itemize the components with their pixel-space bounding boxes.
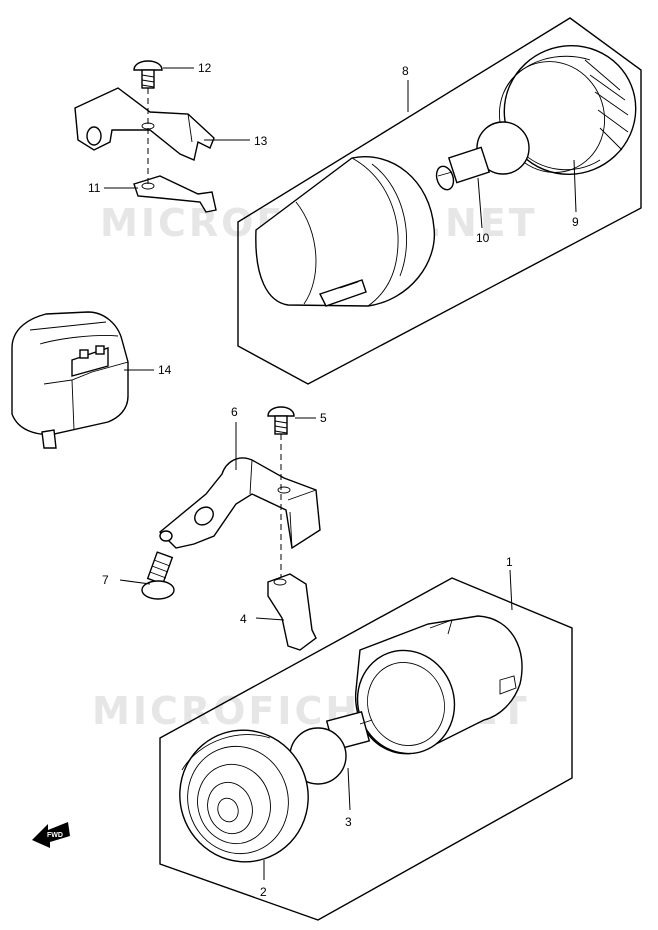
callout-2: 2 — [260, 885, 267, 899]
mounting-bracket-13[interactable] — [74, 87, 215, 161]
callout-10: 10 — [476, 231, 490, 245]
callout-13: 13 — [254, 134, 268, 148]
screw-5[interactable] — [267, 406, 295, 435]
forward-direction-arrow-icon: FWD — [32, 822, 70, 848]
fwd-label: FWD — [47, 832, 63, 839]
bulb-10[interactable] — [434, 121, 530, 192]
flasher-relay-14[interactable] — [11, 311, 129, 449]
callout-labels: 12 13 11 8 10 9 14 5 6 7 4 1 3 2 — [88, 61, 579, 899]
bulb-3[interactable] — [289, 710, 373, 785]
callout-7: 7 — [102, 573, 109, 587]
callout-14: 14 — [158, 363, 172, 377]
mounting-bracket-4[interactable] — [267, 573, 317, 651]
callout-5: 5 — [320, 411, 327, 425]
callout-8: 8 — [402, 64, 409, 78]
screw-12[interactable] — [133, 60, 163, 89]
callout-11: 11 — [88, 181, 101, 195]
callout-6: 6 — [231, 405, 238, 419]
turn-signal-housing-8[interactable] — [255, 156, 436, 307]
front-turn-signal-assembly-box — [237, 17, 642, 385]
callout-1: 1 — [506, 555, 513, 569]
turn-signal-lens-2[interactable] — [163, 713, 326, 878]
mounting-bracket-6[interactable] — [158, 457, 321, 550]
screw-7[interactable] — [141, 551, 175, 600]
turn-signal-housing-1[interactable] — [343, 615, 523, 767]
callout-3: 3 — [345, 815, 352, 829]
callout-9: 9 — [572, 215, 579, 229]
leader-lines — [104, 67, 577, 880]
callout-12: 12 — [198, 61, 212, 75]
callout-4: 4 — [240, 612, 247, 626]
rear-turn-signal-assembly-box — [159, 577, 573, 921]
